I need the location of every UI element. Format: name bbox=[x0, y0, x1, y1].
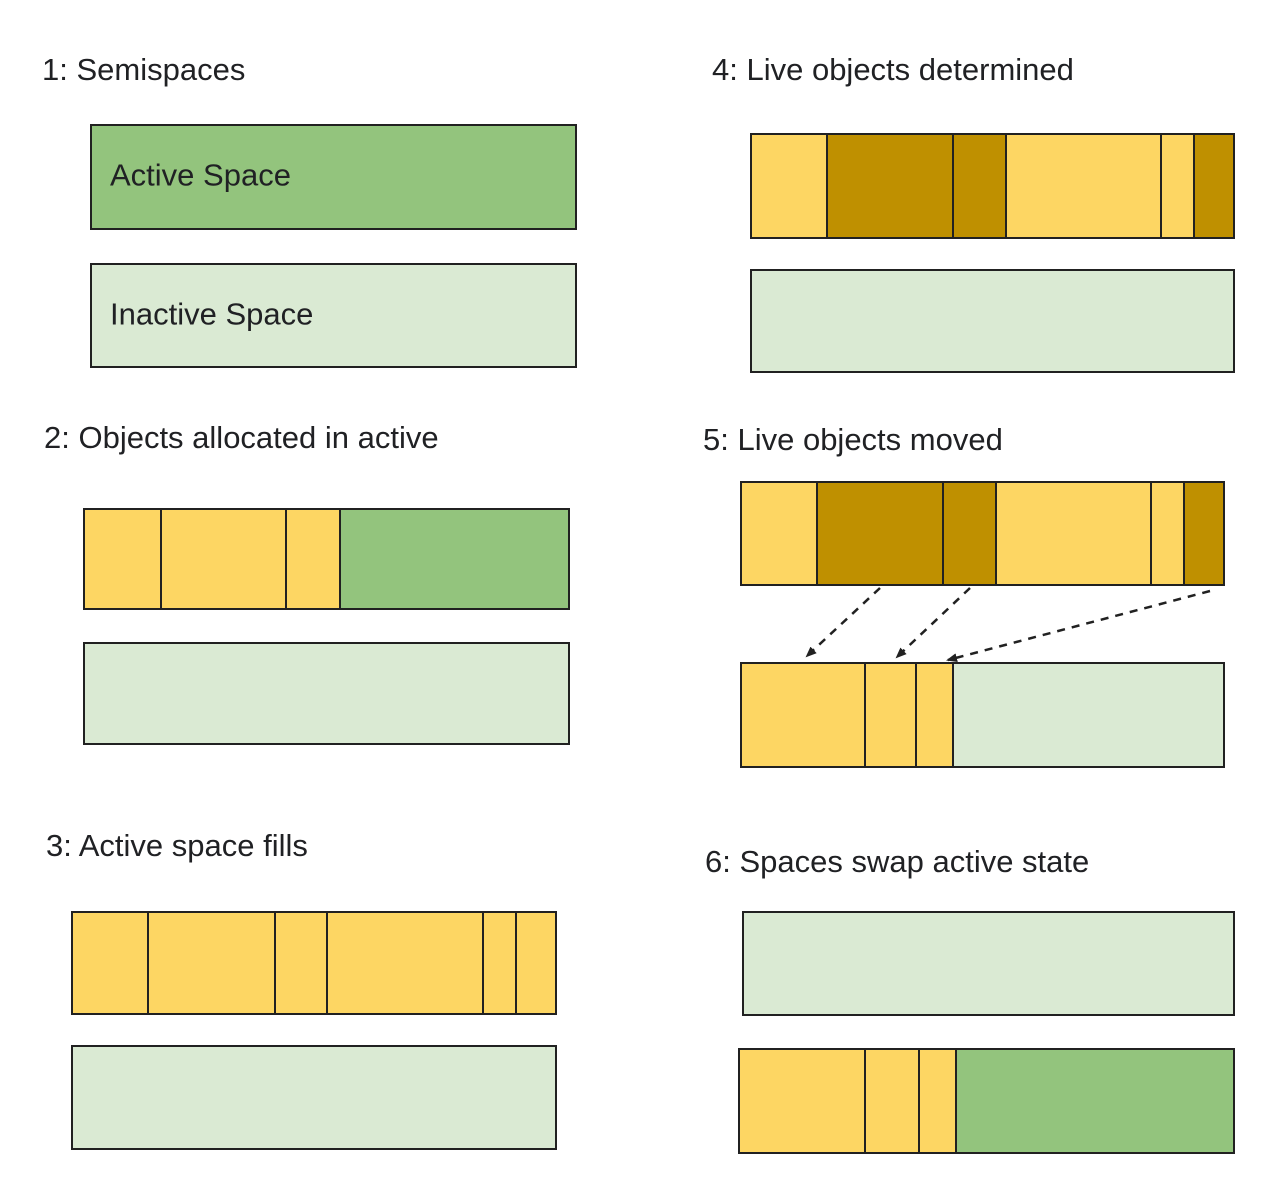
new-space-with-moved-objects-bar bbox=[740, 662, 1225, 768]
inactive-space-bar bbox=[750, 269, 1235, 373]
dead-object-segment bbox=[1006, 135, 1162, 237]
move-arrow bbox=[895, 587, 971, 659]
free-active-space-segment bbox=[340, 510, 568, 608]
inactive-space-fill bbox=[85, 644, 568, 743]
active-space-fill bbox=[92, 126, 575, 228]
panel-5-title: 5: Live objects moved bbox=[703, 422, 1003, 457]
panel-4-title: 4: Live objects determined bbox=[712, 52, 1074, 87]
old-active-space-bar bbox=[740, 481, 1225, 586]
inactive-space-bar bbox=[71, 1045, 557, 1150]
live-object-segment bbox=[827, 135, 955, 237]
object-segment bbox=[328, 913, 485, 1013]
object-segment bbox=[516, 913, 555, 1013]
object-segment bbox=[85, 510, 163, 608]
dead-object-segment bbox=[742, 483, 818, 584]
moved-object-segment bbox=[866, 1050, 920, 1152]
object-segment bbox=[275, 913, 329, 1013]
inactive-space-label: Inactive Space bbox=[110, 296, 314, 332]
live-object-segment bbox=[954, 135, 1007, 237]
active-space-with-objects-bar bbox=[83, 508, 570, 610]
now-inactive-space-fill bbox=[744, 913, 1233, 1014]
free-active-space-segment bbox=[957, 1050, 1233, 1152]
object-segment bbox=[162, 510, 288, 608]
inactive-space-fill bbox=[752, 271, 1233, 371]
inactive-space-bar: Inactive Space bbox=[90, 263, 577, 368]
moved-object-segment bbox=[919, 1050, 958, 1152]
object-segment bbox=[287, 510, 341, 608]
dead-object-segment bbox=[752, 135, 828, 237]
panel-6-title: 6: Spaces swap active state bbox=[705, 844, 1090, 879]
dead-object-segment bbox=[1151, 483, 1186, 584]
inactive-space-fill bbox=[92, 265, 575, 366]
live-object-segment bbox=[1195, 135, 1233, 237]
active-space-bar: Active Space bbox=[90, 124, 577, 230]
full-active-space-bar bbox=[71, 911, 557, 1015]
panel-2-title: 2: Objects allocated in active bbox=[44, 420, 439, 455]
object-segment bbox=[73, 913, 150, 1013]
live-object-segment bbox=[817, 483, 945, 584]
live-object-segment bbox=[944, 483, 997, 584]
moved-object-segment bbox=[742, 664, 866, 766]
free-space-segment bbox=[954, 664, 1223, 766]
active-space-label: Active Space bbox=[110, 157, 291, 193]
moved-object-segment bbox=[740, 1050, 867, 1152]
moved-object-segment bbox=[865, 664, 918, 766]
move-arrow bbox=[946, 589, 1211, 663]
object-segment bbox=[484, 913, 517, 1013]
now-active-space-bar bbox=[738, 1048, 1235, 1154]
move-arrow bbox=[805, 587, 881, 658]
moved-object-segment bbox=[917, 664, 955, 766]
live-object-segment bbox=[1185, 483, 1223, 584]
inactive-space-bar bbox=[83, 642, 570, 745]
dead-object-segment bbox=[1161, 135, 1196, 237]
object-segment bbox=[149, 913, 276, 1013]
panel-1-title: 1: Semispaces bbox=[42, 52, 246, 87]
panel-3-title: 3: Active space fills bbox=[46, 828, 308, 863]
now-inactive-space-bar bbox=[742, 911, 1235, 1016]
active-space-live-marked-bar bbox=[750, 133, 1235, 239]
move-arrows bbox=[805, 587, 1211, 663]
dead-object-segment bbox=[996, 483, 1152, 584]
inactive-space-fill bbox=[73, 1047, 555, 1148]
